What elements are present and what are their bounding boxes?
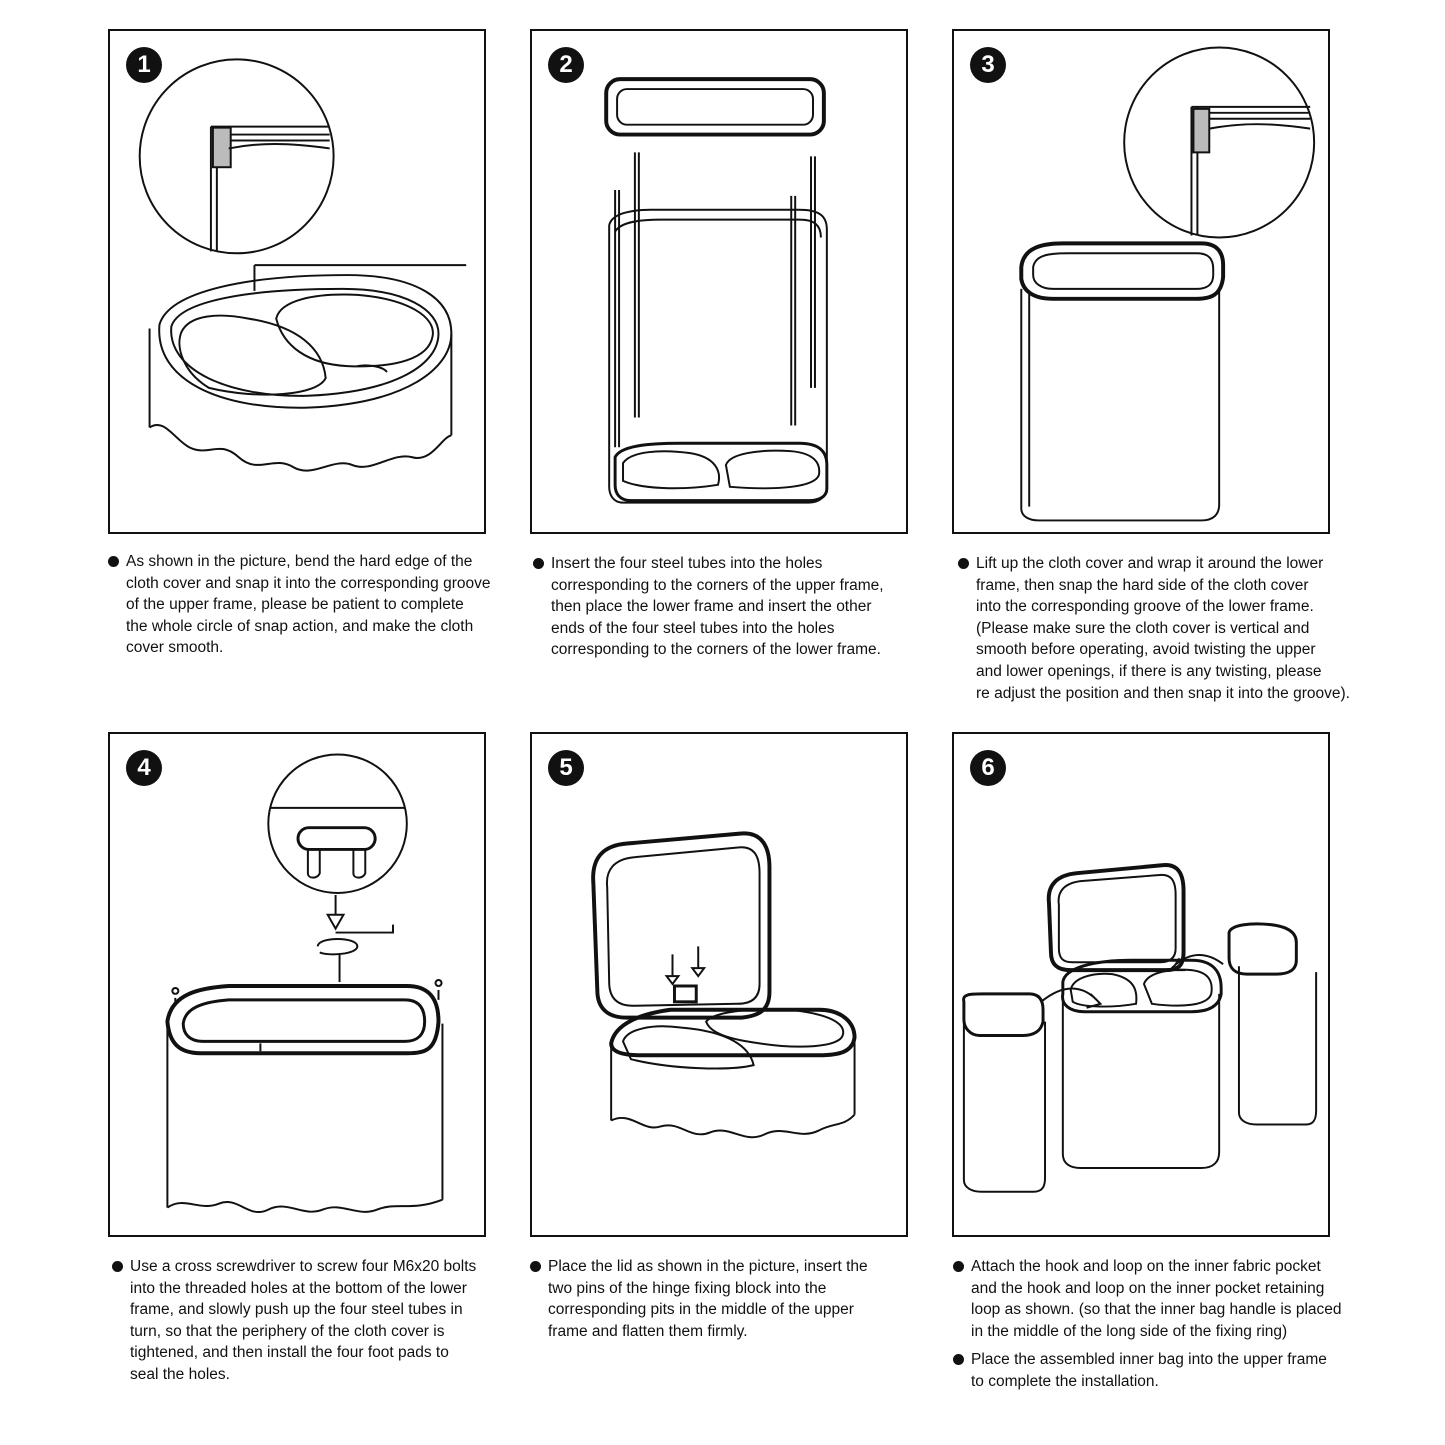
bullet-icon [953,1354,964,1366]
step-1-caption: As shown in the picture, bend the hard e… [108,551,523,666]
bullet-icon [530,1261,541,1272]
step-3-instruction: Lift up the cloth cover and wrap it arou… [958,553,1398,704]
step-6-caption: Attach the hook and loop on the inner fa… [953,1256,1393,1400]
step-4-number-badge: 4 [126,750,162,786]
step-3-caption: Lift up the cloth cover and wrap it arou… [958,553,1398,711]
step-1-panel: 1 [108,29,486,534]
step-1-instruction: As shown in the picture, bend the hard e… [108,551,523,659]
bullet-icon [108,556,119,567]
step-1-number-badge: 1 [126,47,162,83]
step-2-caption: Insert the four steel tubes into the hol… [533,553,933,668]
step-5-panel: 5 [530,732,908,1237]
step-2-panel: 2 [530,29,908,534]
bullet-icon [533,558,544,569]
step-6-instruction-b: Place the assembled inner bag into the u… [953,1349,1393,1392]
step-6-instruction-a: Attach the hook and loop on the inner fa… [953,1256,1393,1342]
bullet-icon [953,1261,964,1272]
step-2-number-badge: 2 [548,47,584,83]
step-3-illustration [1019,46,1316,522]
step-5-illustration [591,831,857,1139]
bullet-icon [958,558,969,569]
step-3-panel: 3 [952,29,1330,534]
step-5-instruction: Place the lid as shown in the picture, i… [530,1256,930,1342]
step-2-illustration [604,77,829,504]
step-4-caption: Use a cross screwdriver to screw four M6… [112,1256,522,1393]
step-4-illustration [165,753,444,1213]
step-6-illustration [962,863,1318,1193]
step-4-instruction: Use a cross screwdriver to screw four M6… [112,1256,522,1386]
step-2-instruction: Insert the four steel tubes into the hol… [533,553,933,661]
bullet-icon [112,1261,123,1272]
step-4-panel: 4 [108,732,486,1237]
step-3-number-badge: 3 [970,47,1006,83]
step-5-caption: Place the lid as shown in the picture, i… [530,1256,930,1349]
step-6-panel: 6 [952,732,1330,1237]
step-5-number-badge: 5 [548,750,584,786]
step-6-number-badge: 6 [970,750,1006,786]
step-1-illustration [138,58,467,472]
